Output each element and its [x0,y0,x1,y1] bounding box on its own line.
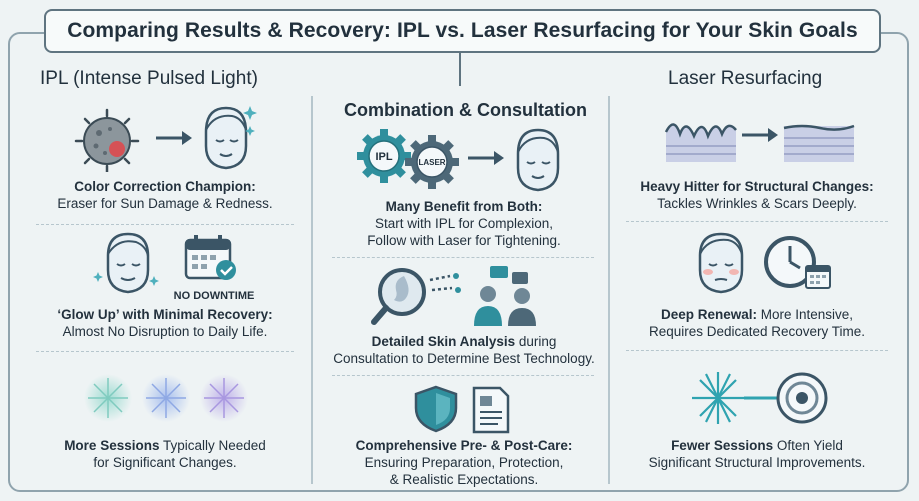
clear-face-icon [204,106,257,170]
laser-caption-2-title: Deep Renewal: [660,307,757,322]
ipl-caption-2-text: Almost No Disruption to Daily Life. [62,324,268,339]
consultation-icon [474,266,536,326]
middle-caption-3-line3: & Realistic Expectations. [389,472,539,487]
middle-caption-1-line2: Start with IPL for Complexion, [374,216,554,231]
middle-caption-3-title: Comprehensive Pre- & Post-Care: [355,438,573,453]
laser-caption-1-text: Tackles Wrinkles & Scars Deeply. [657,196,857,211]
title-connector [459,53,461,86]
laser-caption-2-text: Requires Dedicated Recovery Time. [648,324,866,339]
document-icon [472,386,510,434]
light-pulse-icons [84,374,248,422]
left-divider [311,96,313,484]
middle-caption-2-rest: during [515,334,557,349]
wrinkled-skin-icon [664,116,737,162]
glowing-face-icon [93,232,159,294]
laser-target-icon [692,372,828,424]
ipl-caption-2: ‘Glow Up’ with Minimal Recovery: Almost … [36,306,294,340]
ipl-caption-1-text: Eraser for Sun Damage & Redness. [57,196,273,211]
ipl-caption-3-text: for Significant Changes. [93,455,237,470]
middle-caption-2: Detailed Skin Analysis during Consultati… [306,333,622,367]
laser-divider-2 [626,350,888,352]
recovering-face-icon [698,232,744,294]
middle-caption-1-title: Many Benefit from Both: [385,199,543,214]
middle-divider-1 [332,257,594,259]
middle-caption-2-text: Consultation to Determine Best Technolog… [333,351,595,366]
middle-caption-1-line3: Follow with Laser for Tightening. [367,233,561,248]
laser-caption-1-title: Heavy Hitter for Structural Changes: [640,179,874,194]
laser-caption-3-rest: Often Yield [773,438,843,453]
laser-heading: Laser Resurfacing [668,68,823,89]
gear-laser-label: LASER [418,158,445,167]
middle-caption-2-title: Detailed Skin Analysis [371,334,516,349]
ipl-caption-3-rest: Typically Needed [159,438,266,453]
arrow-icon [156,131,192,145]
middle-caption-3-line2: Ensuring Preparation, Protection, [364,455,564,470]
middle-caption-3: Comprehensive Pre- & Post-Care: Ensuring… [316,437,612,488]
gears-icon: IPL LASER [357,129,459,189]
title-box: Comparing Results & Recovery: IPL vs. La… [44,9,881,53]
ipl-heading: IPL (Intense Pulsed Light) [40,68,258,89]
right-divider [608,96,610,484]
arrow-icon [742,128,778,142]
magnifier-face-icon [371,268,461,325]
ipl-caption-1-title: Color Correction Champion: [74,179,256,194]
laser-caption-2: Deep Renewal: More Intensive, Requires D… [620,306,894,340]
ipl-divider-2 [36,351,294,353]
ipl-caption-3-title: More Sessions [64,438,160,453]
laser-divider-1 [626,221,888,223]
middle-heading: Combination & Consultation [344,100,587,120]
no-downtime-badge: NO DOWNTIME [173,290,255,302]
recovery-clock-icon [764,236,831,289]
ipl-caption-2-title: ‘Glow Up’ with Minimal Recovery: [57,307,273,322]
laser-caption-1: Heavy Hitter for Structural Changes: Tac… [620,178,894,212]
laser-caption-3: Fewer Sessions Often Yield Significant S… [620,437,894,471]
page-title: Comparing Results & Recovery: IPL vs. La… [67,19,858,42]
arrow-icon [468,151,504,165]
ipl-caption-1: Color Correction Champion: Eraser for Su… [36,178,294,212]
laser-caption-2-rest: More Intensive, [756,307,854,322]
laser-caption-3-text: Significant Structural Improvements. [648,455,866,470]
gear-ipl-label: IPL [375,151,392,163]
laser-caption-3-title: Fewer Sessions [671,438,774,453]
shield-icon [414,385,458,433]
sun-damage-icon [74,108,140,172]
middle-caption-1: Many Benefit from Both: Start with IPL f… [330,198,598,249]
ipl-caption-3: More Sessions Typically Needed for Signi… [36,437,294,471]
serene-face-icon [516,128,560,192]
calendar-check-icon [184,235,236,280]
ipl-divider-1 [36,224,294,226]
smooth-skin-icon [783,124,855,162]
middle-divider-2 [332,375,594,377]
